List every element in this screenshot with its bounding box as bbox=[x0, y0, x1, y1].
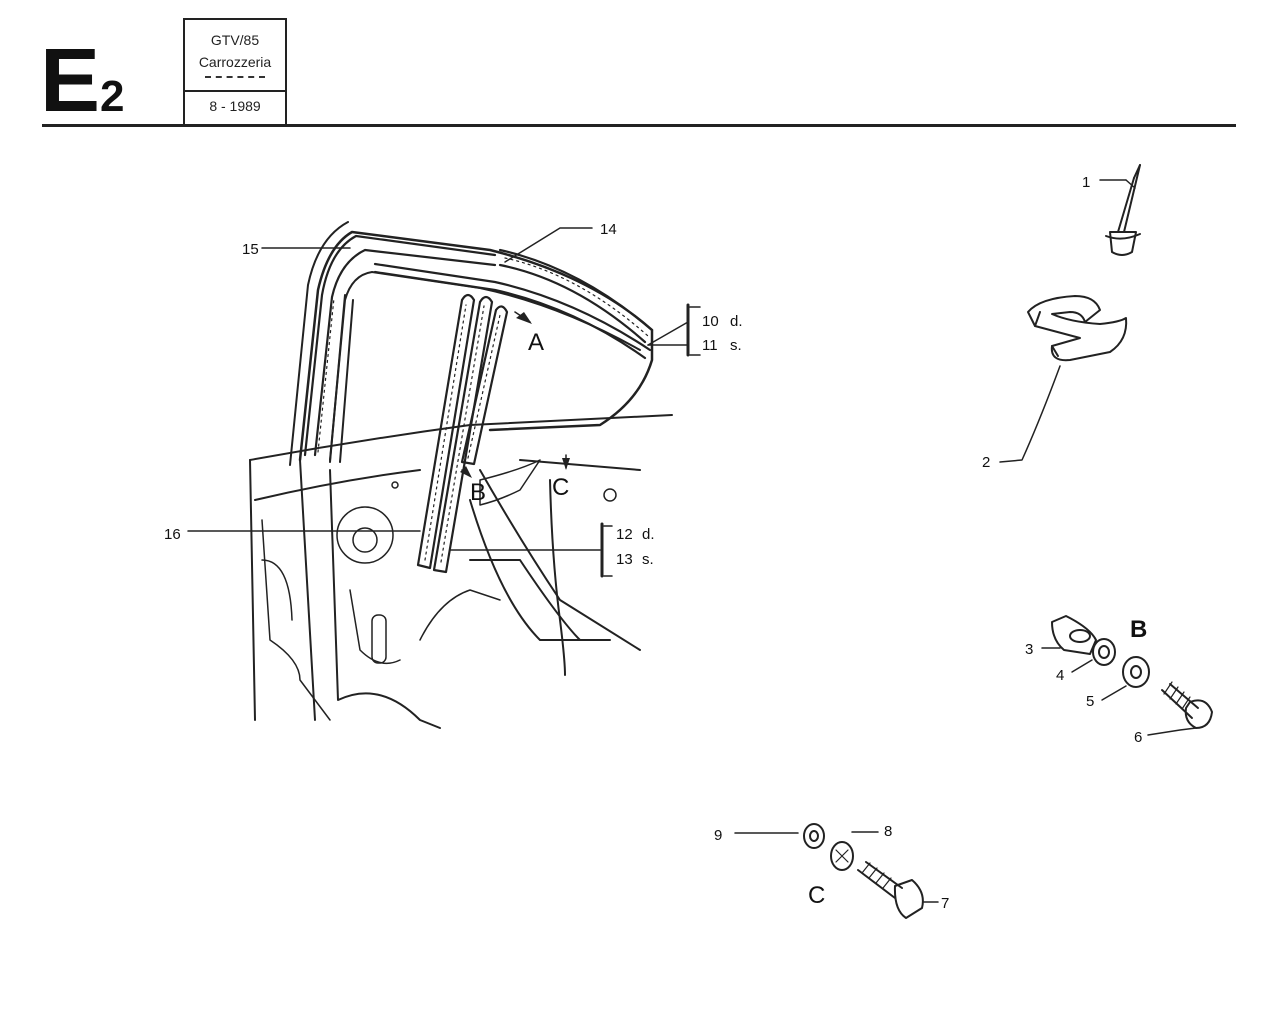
callout-7: 7 bbox=[941, 895, 949, 912]
sheet-number: 2 bbox=[100, 72, 125, 121]
part-2-clip bbox=[999, 295, 1128, 463]
detail-marker-b: B bbox=[470, 479, 486, 506]
title-box: GTV/85 Carrozzeria 8 - 1989 bbox=[183, 18, 287, 126]
side-right-10: d. bbox=[730, 313, 743, 330]
date-label: 8 - 1989 bbox=[209, 98, 261, 114]
side-left-13: s. bbox=[642, 551, 654, 568]
sheet-letter: E bbox=[40, 31, 100, 131]
arrow-a bbox=[516, 312, 532, 324]
window-channel-seals bbox=[416, 293, 509, 574]
callout-9: 9 bbox=[714, 827, 722, 844]
callout-6: 6 bbox=[1134, 729, 1142, 746]
callout-16: 16 bbox=[164, 526, 181, 543]
callout-8: 8 bbox=[884, 823, 892, 840]
sheet-code: E2 bbox=[40, 36, 125, 126]
section-label: Carrozzeria bbox=[198, 54, 272, 70]
group-label-b: B bbox=[1130, 616, 1147, 643]
side-right-12: d. bbox=[642, 526, 655, 543]
callout-5: 5 bbox=[1086, 693, 1094, 710]
group-label-c: C bbox=[808, 882, 825, 909]
door-frame-drawing bbox=[249, 221, 673, 729]
upper-seal-14 bbox=[373, 248, 654, 360]
callout-14: 14 bbox=[600, 221, 617, 238]
callout-2: 2 bbox=[982, 454, 990, 471]
model-label: GTV/85 bbox=[210, 32, 260, 48]
callout-10: 10 bbox=[702, 313, 719, 330]
side-left-11: s. bbox=[730, 337, 742, 354]
group-b-fasteners bbox=[1041, 615, 1213, 736]
callout-11: 11 bbox=[702, 337, 718, 354]
callout-12: 12 bbox=[616, 526, 633, 543]
callout-1: 1 bbox=[1082, 174, 1090, 191]
arrow-b bbox=[460, 466, 472, 478]
leader-lines bbox=[187, 227, 701, 578]
detail-marker-a: A bbox=[528, 329, 544, 356]
title-separator bbox=[185, 90, 285, 92]
callout-4: 4 bbox=[1056, 667, 1064, 684]
header-rule bbox=[42, 124, 1236, 127]
upper-seal-15 bbox=[303, 234, 497, 463]
arrow-c bbox=[562, 458, 570, 470]
callout-3: 3 bbox=[1025, 641, 1033, 658]
title-dash-divider bbox=[205, 76, 265, 78]
detail-marker-c: C bbox=[552, 474, 569, 501]
callout-13: 13 bbox=[616, 551, 633, 568]
group-c-fasteners bbox=[734, 823, 939, 919]
callout-15: 15 bbox=[242, 241, 259, 258]
part-1-pin bbox=[1099, 164, 1141, 256]
